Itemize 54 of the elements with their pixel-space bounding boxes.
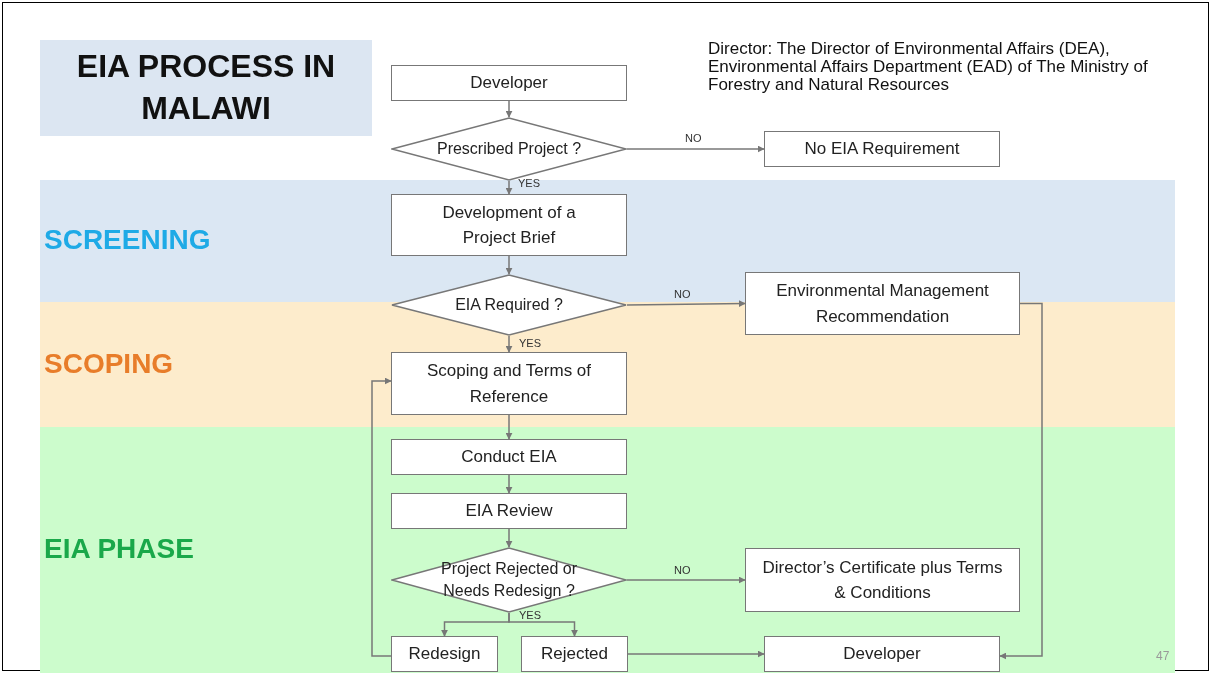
- phase-label: SCREENING: [44, 224, 211, 256]
- process-box: [391, 194, 627, 256]
- process-label: EIA Review: [465, 500, 553, 523]
- arrow: [505, 414, 513, 440]
- phase-band: [40, 427, 1175, 673]
- note-text: Director: The Director of Environmental Affairs (DEA), Environmental Affairs Department (EAD) of The Ministry of Forestry and Natural Resources: [708, 40, 1149, 94]
- arrow: [371, 377, 392, 657]
- process-label: Developer: [470, 72, 548, 95]
- arrow: [505, 335, 513, 353]
- process-label: Rejected: [540, 643, 609, 666]
- arrow: [505, 100, 513, 118]
- process-label: Redesign: [408, 643, 481, 666]
- phase-label: SCOPING: [44, 347, 174, 380]
- process-box: [745, 272, 1020, 335]
- arrow: [508, 612, 578, 637]
- edge-label: YES: [518, 177, 540, 189]
- arrow: [999, 302, 1043, 660]
- page-number: 47: [1156, 650, 1171, 663]
- process-box: [391, 493, 627, 529]
- edge-label: NO: [674, 564, 691, 576]
- arrow: [505, 528, 513, 548]
- arrow: [505, 180, 513, 195]
- arrow: [627, 650, 765, 658]
- arrow: [626, 576, 746, 584]
- process-box: [391, 352, 627, 415]
- process-box: [521, 636, 628, 672]
- process-label: Scoping and Terms of Reference: [425, 360, 593, 408]
- arrow: [626, 145, 765, 153]
- process-label: Development of a Project Brief: [441, 201, 577, 249]
- arrow: [505, 474, 513, 494]
- edge-label: NO: [685, 132, 702, 144]
- process-box: [745, 548, 1020, 612]
- edge-label: YES: [519, 609, 541, 621]
- decision-label: Prescribed Project ?: [435, 138, 583, 159]
- arrow: [626, 300, 746, 308]
- process-box: [391, 65, 627, 101]
- decision-diamond: [391, 547, 627, 613]
- title-box: EIA PROCESS IN MALAWI: [40, 40, 372, 136]
- decision-label: Project Rejected or Needs Redesign ?: [439, 558, 579, 601]
- process-box: [391, 439, 627, 475]
- phase-label: EIA PHASE: [44, 533, 194, 565]
- process-box: [391, 636, 498, 672]
- process-label: Conduct EIA: [461, 446, 557, 469]
- process-box: [764, 636, 1000, 672]
- process-label: No EIA Requirement: [804, 138, 960, 161]
- decision-label: EIA Required ?: [454, 294, 564, 315]
- edge-label: YES: [519, 337, 541, 349]
- process-label: Director’s Certificate plus Terms & Conditions: [761, 556, 1004, 604]
- decision-diamond: [391, 274, 627, 336]
- process-box: [764, 131, 1000, 167]
- arrow: [505, 255, 513, 275]
- edge-label: NO: [674, 288, 691, 300]
- process-label: Developer: [843, 643, 921, 666]
- process-label: Environmental Management Recommendation: [775, 280, 990, 328]
